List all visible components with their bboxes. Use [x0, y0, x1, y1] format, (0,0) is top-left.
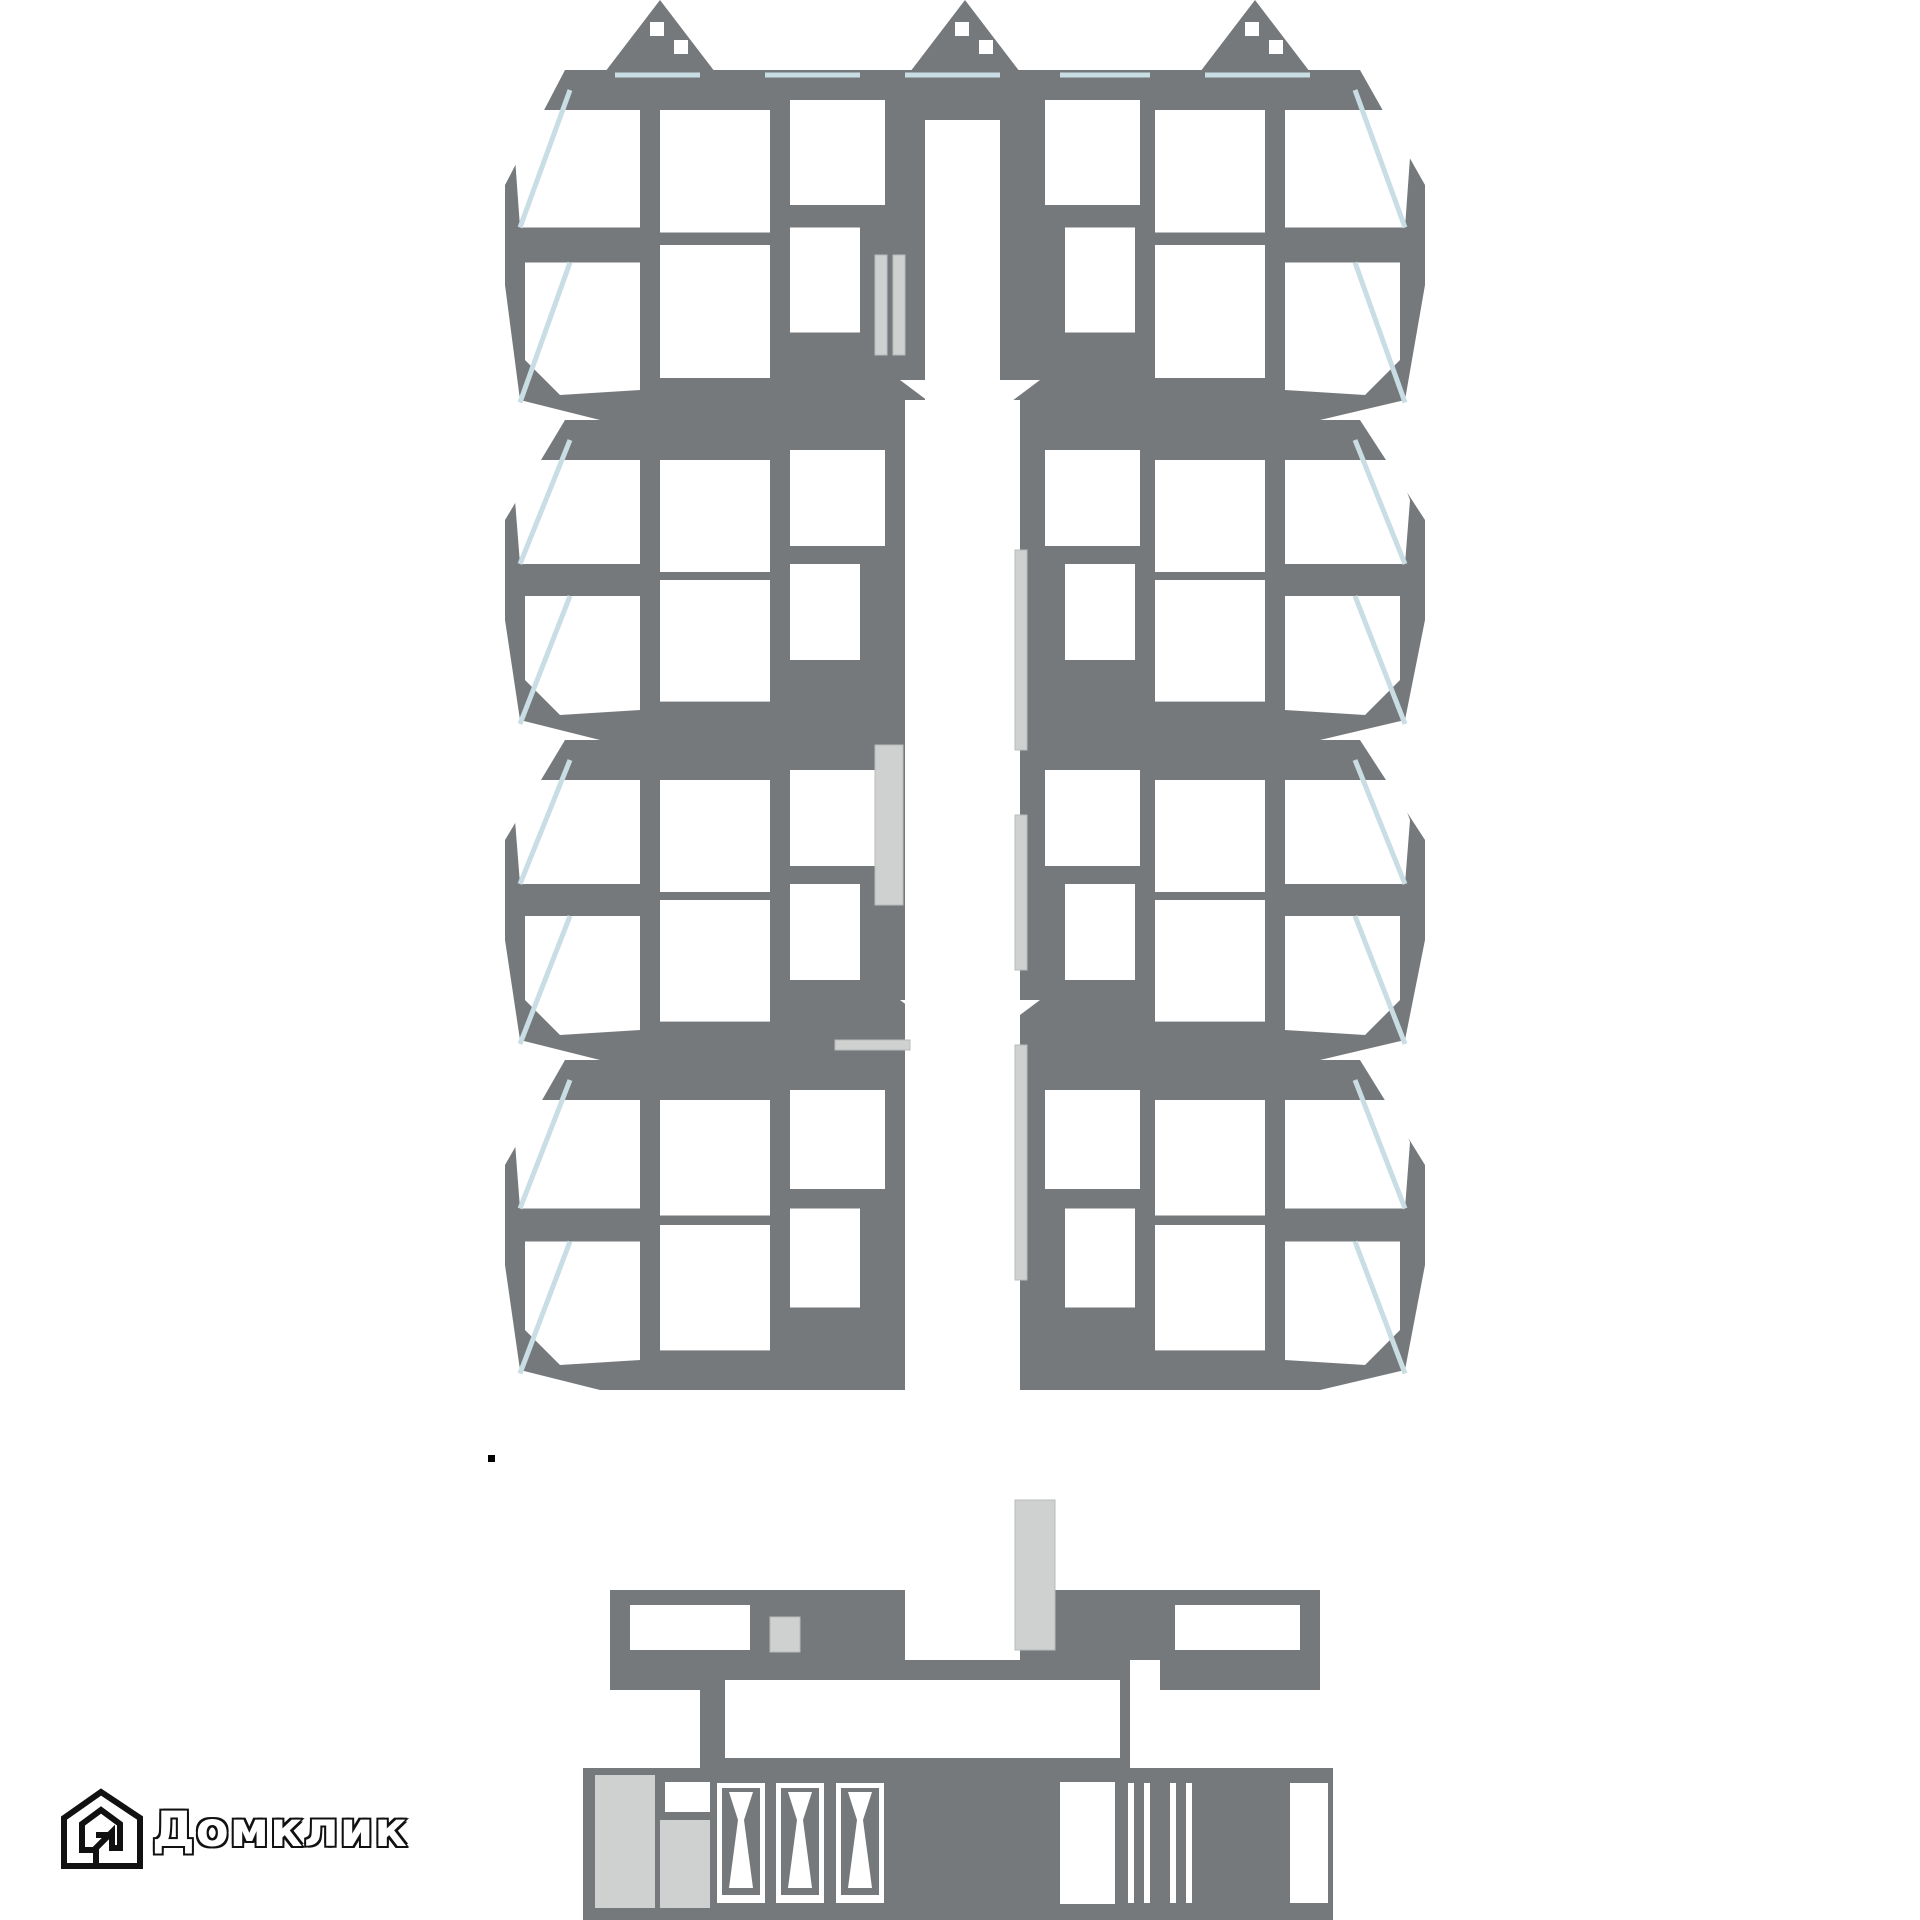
lift-core — [583, 1768, 1333, 1920]
house-logo-icon — [61, 1788, 143, 1869]
domclick-logo: Домклик — [56, 1788, 408, 1872]
logo-text: Домклик — [151, 1801, 409, 1860]
rooms — [515, 100, 1410, 1758]
glazing — [517, 72, 1408, 1375]
marker-dot — [488, 1455, 495, 1462]
